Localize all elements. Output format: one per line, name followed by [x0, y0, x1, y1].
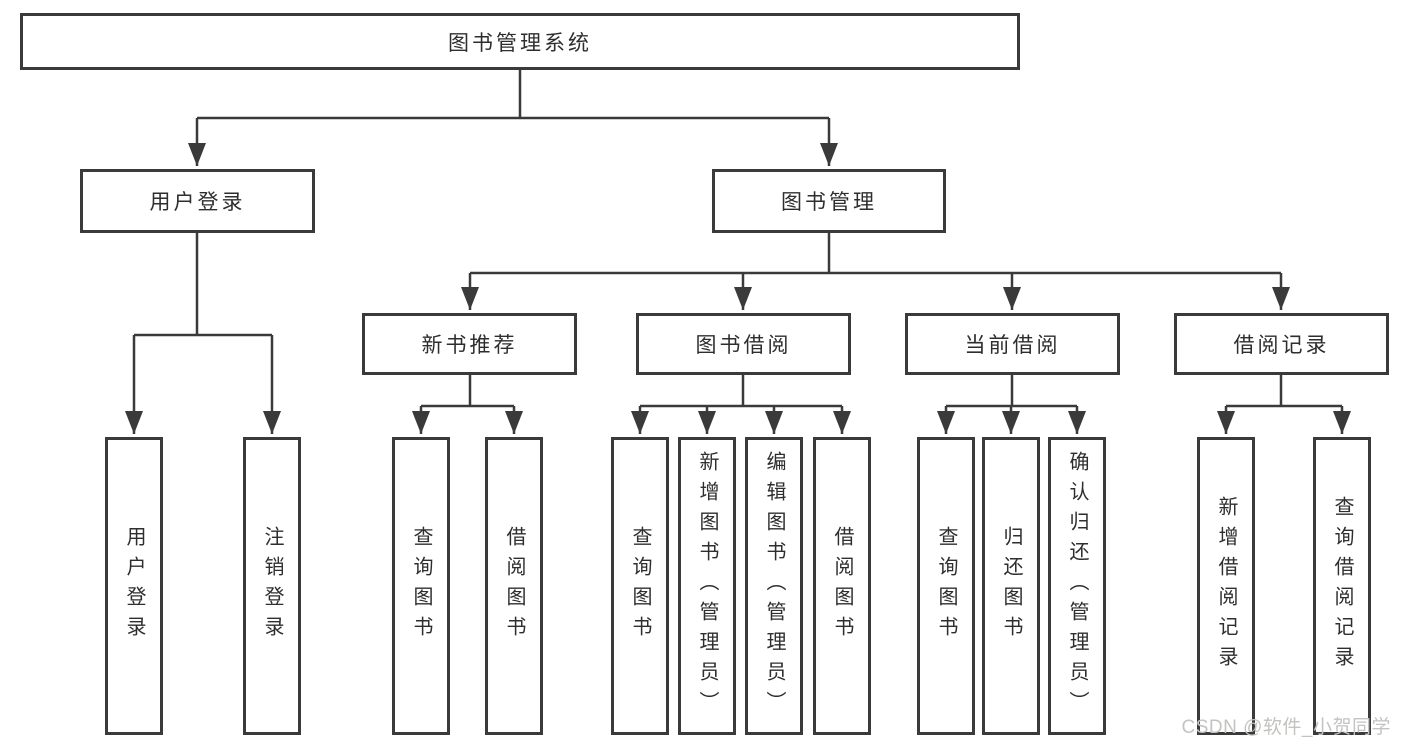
leaf-confirm-return-admin: 确认归还（管理员）	[1048, 437, 1106, 735]
leaf-borrow-book-recommend: 借阅图书	[485, 437, 543, 735]
leaf-return-book: 归还图书	[982, 437, 1040, 735]
leaf-query-book-recommend: 查询图书	[392, 437, 450, 735]
node-book-borrow: 图书借阅	[636, 313, 851, 375]
node-user-login: 用户登录	[80, 169, 315, 233]
node-current-borrow: 当前借阅	[905, 313, 1120, 375]
leaf-borrow-book: 借阅图书	[813, 437, 871, 735]
node-borrow-records: 借阅记录	[1174, 313, 1389, 375]
leaf-edit-book-admin: 编辑图书（管理员）	[745, 437, 803, 735]
leaf-add-book-admin: 新增图书（管理员）	[678, 437, 736, 735]
node-new-book-recommend: 新书推荐	[362, 313, 577, 375]
leaf-query-book-current: 查询图书	[917, 437, 975, 735]
leaf-user-login: 用户登录	[105, 437, 163, 735]
leaf-logout: 注销登录	[243, 437, 301, 735]
watermark-text: CSDN @软件_小贺同学	[1181, 717, 1391, 738]
leaf-query-borrow-record: 查询借阅记录	[1313, 437, 1371, 735]
node-book-management: 图书管理	[712, 169, 946, 233]
leaf-add-borrow-record: 新增借阅记录	[1197, 437, 1255, 735]
node-root: 图书管理系统	[20, 13, 1020, 70]
leaf-query-book-borrow: 查询图书	[611, 437, 669, 735]
